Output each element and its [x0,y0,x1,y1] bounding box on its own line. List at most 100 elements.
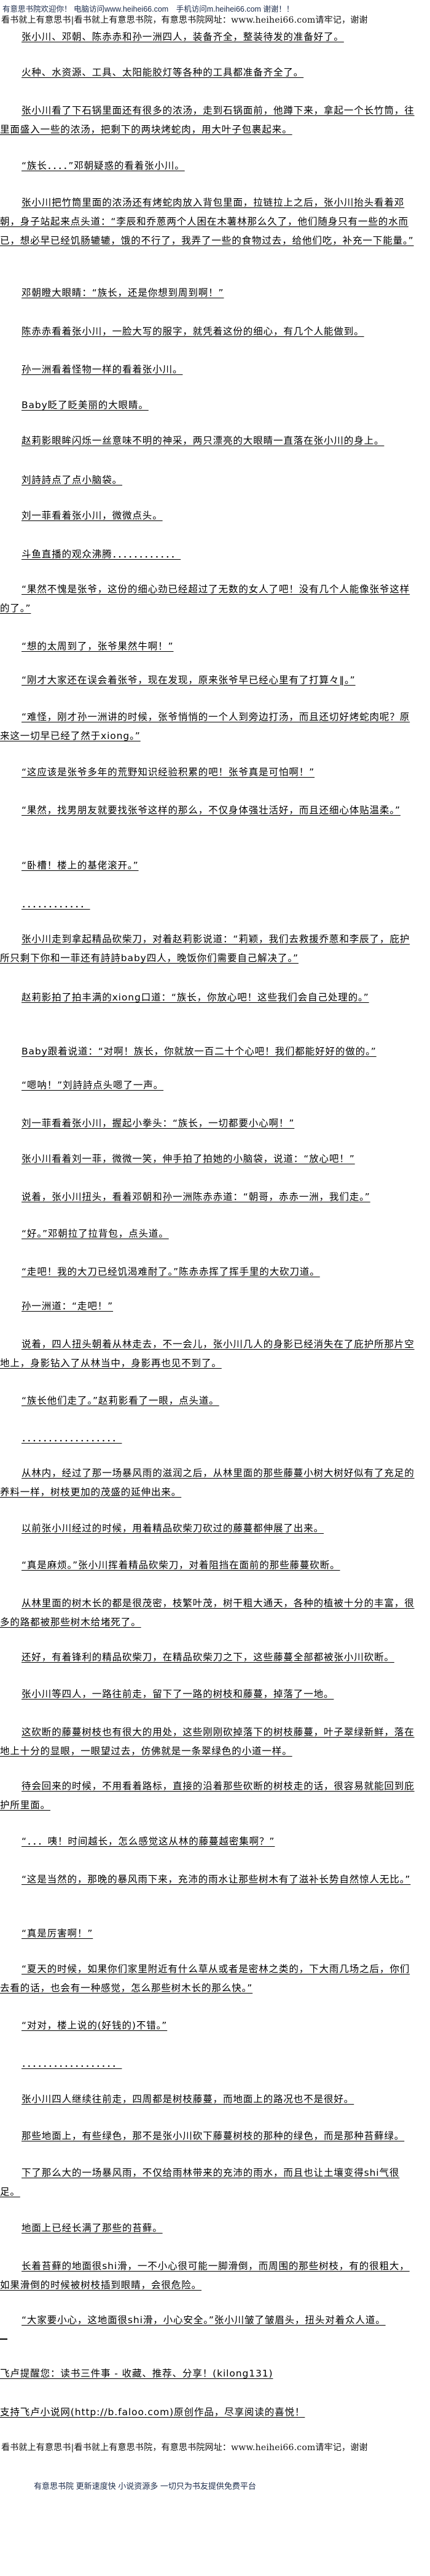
paragraph-text: “好。”邓朝拉了拉背包，点头道。 [22,1228,169,1239]
paragraph-text: “对对，楼上说的(好钱的)不错。” [22,2020,168,2031]
paragraph-text: “这应该是张爷多年的荒野知识经验积累的吧！张爷真是可怕啊！” [22,767,315,778]
footer-slogan: 有意思书院 更新速度快 小说资源多 一切只为书友提供免费平台 [34,2481,256,2491]
paragraph-text: “果然，找男朋友就要找张爷这样的那么，不仅身体强壮活好，而且还细心体贴温柔。” [22,805,401,816]
paragraph: 张小川走到拿起精品砍柴刀，对着赵莉影说道：“莉颖，我们去救援乔蒽和李辰了，庇护所… [0,930,418,968]
separator-dash [0,2338,7,2340]
paragraph-text: Baby眨了眨美丽的大眼睛。 [22,400,149,411]
paragraph-text: 张小川看了下石锅里面还有很多的浓汤，走到石锅面前，他蹲下来，拿起一个长竹筒，往里… [0,105,415,135]
paragraph-text: 支持飞卢小说网(http://b.faloo.com)原创作品，尽享阅读的喜悦！ [0,2407,305,2418]
paragraph: “真是麻烦。”张小川挥着精品砍柴刀，对着阻挡在面前的那些藤蔓砍断。 [0,1556,418,1575]
paragraph: 火种、水资源、工具、太阳能胶灯等各种的工具都准备齐全了。 [0,63,418,82]
paragraph: “果然，找男朋友就要找张爷这样的那么，不仅身体强壮活好，而且还细心体贴温柔。” [0,801,418,820]
paragraph-text: “真是麻烦。”张小川挥着精品砍柴刀，对着阻挡在面前的那些藤蔓砍断。 [22,1560,340,1571]
paragraph-text: “夏天的时候，如果你们家里附近有什么草从或者是密林之类的，下大雨几场之后，你们去… [0,1963,410,1994]
paragraph-text: 火种、水资源、工具、太阳能胶灯等各种的工具都准备齐全了。 [22,67,304,78]
paragraph: 张小川、邓朝、陈赤赤和孙一洲四人，装备齐全，整装待发的准备好了。 [0,28,418,47]
paragraph-text: 赵莉影眼眸闪烁一丝意味不明的神采，两只漂亮的大眼睛一直落在张小川的身上。 [22,435,385,446]
paragraph-text: “族长．．．．”邓朝疑惑的看着张小川。 [22,160,185,171]
paragraph-text: 邓朝瞪大眼睛：“族长，还是你想到周到啊！” [22,287,224,298]
paragraph-text: 张小川把竹筒里面的浓汤还有烤蛇肉放入背包里面，拉链拉上之后，张小川抬头看着邓朝，… [0,197,414,246]
paragraph-text: “走吧！我的大刀已经饥渴难耐了。”陈赤赤挥了挥手里的大砍刀道。 [22,1266,320,1277]
paragraph: 赵莉影眼眸闪烁一丝意味不明的神采，两只漂亮的大眼睛一直落在张小川的身上。 [0,431,418,451]
paragraph: 那些地面上，有些绿色，那不是张小川砍下藤蔓树枝的那种的绿色，而是那种苔藓绿。 [0,2127,418,2146]
paragraph: “真是厉害啊！” [0,1924,418,1943]
paragraph-text: 斗鱼直播的观众沸腾．．．．．．．．．．．． [22,549,181,560]
paragraph-text: ．．．．．．．．．．．．．．．．．． [22,2058,122,2069]
paragraph-text: “这是当然的，那晚的暴风雨下来，充沛的雨水让那些树木有了滋补长势自然惊人无比。” [22,1874,411,1885]
paragraph: 张小川看了下石锅里面还有很多的浓汤，走到石锅面前，他蹲下来，拿起一个长竹筒，往里… [0,101,418,139]
paragraph-text: 张小川走到拿起精品砍柴刀，对着赵莉影说道：“莉颖，我们去救援乔蒽和李辰了，庇护所… [0,934,410,964]
paragraph: “走吧！我的大刀已经饥渴难耐了。”陈赤赤挥了挥手里的大砍刀道。 [0,1263,418,1282]
paragraph: “这是当然的，那晚的暴风雨下来，充沛的雨水让那些树木有了滋补长势自然惊人无比。” [0,1870,418,1889]
paragraph-text: “难怪，刚才孙一洲讲的时候，张爷悄悄的一个人到旁边打汤，而且还切好烤蛇肉呢？原来… [0,711,410,741]
paragraph: 斗鱼直播的观众沸腾．．．．．．．．．．．． [0,545,418,564]
paragraph-text: 长着苔藓的地面很shi滑，一不小心很可能一脚滑倒，而周围的那些树枝，有的很粗大，… [0,2261,410,2291]
paragraph-text: 地面上已经长满了那些的苔藓。 [22,2222,163,2234]
paragraph: 这砍断的藤蔓树枝也有很大的用处，这些刚刚砍掉落下的树枝藤蔓，叶子翠绿新鲜，落在地… [0,1723,418,1761]
paragraph-text: 从林里面的树木长的都是很茂密，枝繁叶茂，树干粗大通天，各种的植被十分的丰富，很多… [0,1598,415,1628]
paragraph: 张小川四人继续往前走，四周都是树枝藤蔓，而地面上的路况也不是很好。 [0,2090,418,2109]
paragraph: “想的太周到了，张爷果然牛啊！” [0,637,418,656]
paragraph-text: 孙一洲道：“走吧！” [22,1301,114,1312]
paragraph: Baby眨了眨美丽的大眼睛。 [0,396,418,415]
paragraph: ．．．．．．．．．．．．．．．．．． [0,2054,418,2073]
paragraph: 刘一菲看着张小川，握起小拳头：“族长，一切都要小心啊！” [0,1114,418,1133]
paragraph: “夏天的时候，如果你们家里附近有什么草从或者是密林之类的，下大雨几场之后，你们去… [0,1960,418,1998]
paragraph-text: 张小川看着刘一菲，微微一笑，伸手拍了拍她的小脑袋，说道：“放心吧！” [22,1153,355,1164]
paragraph-text: 说着，四人扭头朝着从林走去，不一会儿，张小川几人的身影已经消失在了庇护所那片空地… [0,1339,415,1369]
paragraph: 地面上已经长满了那些的苔藓。 [0,2219,418,2238]
paragraph-text: 说着，张小川扭头，看着邓朝和孙一洲陈赤赤道：“朝哥，赤赤一洲，我们走。” [22,1191,370,1202]
paragraph-text: “大家要小心，这地面很shi滑，小心安全。”张小川皱了皱眉头，扭头对着众人道。 [22,2315,386,2326]
paragraph: 刘詩詩点了点小脑袋。 [0,471,418,490]
paragraph-text: ．．．．．．．．．．．．．．．．．． [22,1433,122,1444]
paragraph: 说着，张小川扭头，看着邓朝和孙一洲陈赤赤道：“朝哥，赤赤一洲，我们走。” [0,1188,418,1207]
paragraph: 刘一菲看着张小川，微微点头。 [0,506,418,525]
paragraph: “．．．咦！时间越长，怎么感觉这从林的藤蔓越密集啊？” [0,1832,418,1851]
paragraph: “卧槽！楼上的基佬滚开。” [0,856,418,875]
promo-line: 飞卢提醒您：读书三件事 - 收藏、推荐、分享！(kilong131) [0,2364,418,2383]
paragraph: 下了那么大的一场暴风雨，不仅给雨林带来的充沛的雨水，而且也让土壤变得shi气很足… [0,2164,418,2202]
site-notice: 看书就上有意思书|看书就上有意思书院，有意思书院网址：www.heihei66.… [1,15,368,25]
paragraph: 邓朝瞪大眼睛：“族长，还是你想到周到啊！” [0,284,418,303]
paragraph-text: 张小川、邓朝、陈赤赤和孙一洲四人，装备齐全，整装待发的准备好了。 [22,31,344,42]
paragraph: 以前张小川经过的时候，用着精品砍柴刀砍过的藤蔓都伸展了出来。 [0,1519,418,1538]
paragraph: ．．．．．．．．．．．．．．．．．． [0,1429,418,1448]
paragraph-text: “族长他们走了。”赵莉影看了一眼，点头道。 [22,1395,219,1406]
paragraph-text: 还好，有着锋利的精品砍柴刀，在精品砍柴刀之下，这些藤蔓全部都被张小川砍断。 [22,1652,394,1663]
footer-notice: 看书就上有意思书|看书就上有意思书院，有意思书院网址：www.heihei66.… [1,2443,368,2453]
paragraph-text: “真是厉害啊！” [22,1928,93,1939]
paragraph-text: 赵莉影拍了拍丰满的xiong口道：“族长，你放心吧！这些我们会自己处理的。” [22,992,369,1003]
paragraph-text: 孙一洲看着怪物一样的看着张小川。 [22,364,183,375]
paragraph-text: 待会回来的时候，不用看着路标，直接的沿着那些砍断的树枝走的话，很容易就能回到庇护… [0,1781,415,1811]
paragraph-text: 刘一菲看着张小川，微微点头。 [22,510,163,521]
paragraph: “好。”邓朝拉了拉背包，点头道。 [0,1224,418,1244]
paragraph-text: 从林内，经过了那一场暴风雨的滋润之后，从林里面的那些藤蔓小树大树好似有了充足的养… [0,1468,415,1498]
paragraph: “果然不愧是张爷，这份的细心劲已经超过了无数的女人了吧！没有几个人能像张爷这样的… [0,580,418,618]
paragraph: 从林内，经过了那一场暴风雨的滋润之后，从林里面的那些藤蔓小树大树好似有了充足的养… [0,1464,418,1502]
paragraph-text: “卧槽！楼上的基佬滚开。” [22,860,139,871]
promo-line: 支持飞卢小说网(http://b.faloo.com)原创作品，尽享阅读的喜悦！ [0,2403,418,2422]
paragraph-text: “嗯呐！”刘詩詩点头嗯了一声。 [22,1080,164,1091]
paragraph: “族长．．．．”邓朝疑惑的看着张小川。 [0,157,418,176]
paragraph: “难怪，刚才孙一洲讲的时候，张爷悄悄的一个人到旁边打汤，而且还切好烤蛇肉呢？原来… [0,708,418,746]
paragraph: 张小川等四人，一路往前走，留下了一路的树枝和藤蔓，掉落了一地。 [0,1685,418,1704]
paragraph-text: 刘詩詩点了点小脑袋。 [22,474,123,485]
paragraph: “这应该是张爷多年的荒野知识经验积累的吧！张爷真是可怕啊！” [0,763,418,782]
paragraph: 孙一洲看着怪物一样的看着张小川。 [0,360,418,379]
paragraph-text: 陈赤赤看着张小川，一脸大写的服字，就凭着这份的细心，有几个人能做到。 [22,326,364,337]
paragraph-text: 下了那么大的一场暴风雨，不仅给雨林带来的充沛的雨水，而且也让土壤变得shi气很足… [0,2167,400,2197]
paragraph-text: “．．．咦！时间越长，怎么感觉这从林的藤蔓越密集啊？” [22,1836,275,1847]
paragraph-text: 飞卢提醒您：读书三件事 - 收藏、推荐、分享！(kilong131) [0,2368,273,2379]
paragraph-text: 刘一菲看着张小川，握起小拳头：“族长，一切都要小心啊！” [22,1118,295,1129]
paragraph: 从林里面的树木长的都是很茂密，枝繁叶茂，树干粗大通天，各种的植被十分的丰富，很多… [0,1594,418,1632]
paragraph: 陈赤赤看着张小川，一脸大写的服字，就凭着这份的细心，有几个人能做到。 [0,322,418,341]
paragraph: “对对，楼上说的(好钱的)不错。” [0,2016,418,2035]
paragraph: 赵莉影拍了拍丰满的xiong口道：“族长，你放心吧！这些我们会自己处理的。” [0,988,418,1007]
paragraph-text: “刚才大家还在误会着张爷，现在发现，原来张爷早已经心里有了打算々‖。” [22,675,356,686]
paragraph: “大家要小心，这地面很shi滑，小心安全。”张小川皱了皱眉头，扭头对着众人道。 [0,2311,418,2330]
paragraph: 长着苔藓的地面很shi滑，一不小心很可能一脚滑倒，而周围的那些树枝，有的很粗大，… [0,2257,418,2295]
site-welcome-banner: 有意思书院欢迎你！ 电脑访问www.heihei66.com 手机访问m.hei… [2,5,294,14]
paragraph: ．．．．．．．．．．．． [0,895,418,914]
paragraph: 待会回来的时候，不用看着路标，直接的沿着那些砍断的树枝走的话，很容易就能回到庇护… [0,1777,418,1815]
paragraph-text: 张小川四人继续往前走，四周都是树枝藤蔓，而地面上的路况也不是很好。 [22,2094,354,2105]
